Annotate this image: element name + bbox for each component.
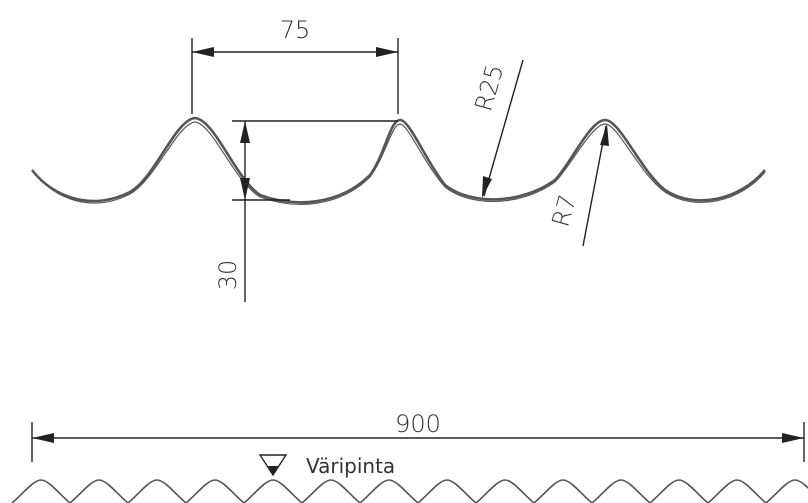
height-dimension: 30 [214,120,398,302]
r7-leader-line [582,125,607,247]
sheet-wave-line [11,479,808,503]
r7-label: R7 [546,192,582,230]
pitch-dimension: 75 [191,16,399,114]
full-sheet-profile [11,479,808,503]
height-arrow-bottom [240,178,250,200]
pitch-arrow-right [376,47,398,57]
total-width-label: 900 [395,410,441,438]
surface-marker: Väripinta [258,454,395,478]
surface-label: Väripinta [306,454,395,478]
total-width-dimension: 900 [31,410,805,462]
detail-profile-inner [33,121,766,205]
radius-r7-leader: R7 [546,124,609,247]
r25-arrow [482,176,492,198]
width-arrow-left [32,433,54,443]
pitch-label: 75 [280,16,311,44]
radius-r25-leader: R25 [469,59,524,198]
detail-profile-outer [30,116,766,204]
detail-profile [30,116,766,205]
pitch-arrow-left [192,47,214,57]
r25-leader-line [483,59,524,197]
height-arrow-top [240,121,250,143]
surface-triangle-tip-icon [268,466,278,475]
r25-label: R25 [469,61,509,114]
height-label: 30 [214,260,242,291]
r7-arrow [600,124,609,146]
surface-triangle-icon [258,454,288,477]
width-arrow-right [782,433,804,443]
